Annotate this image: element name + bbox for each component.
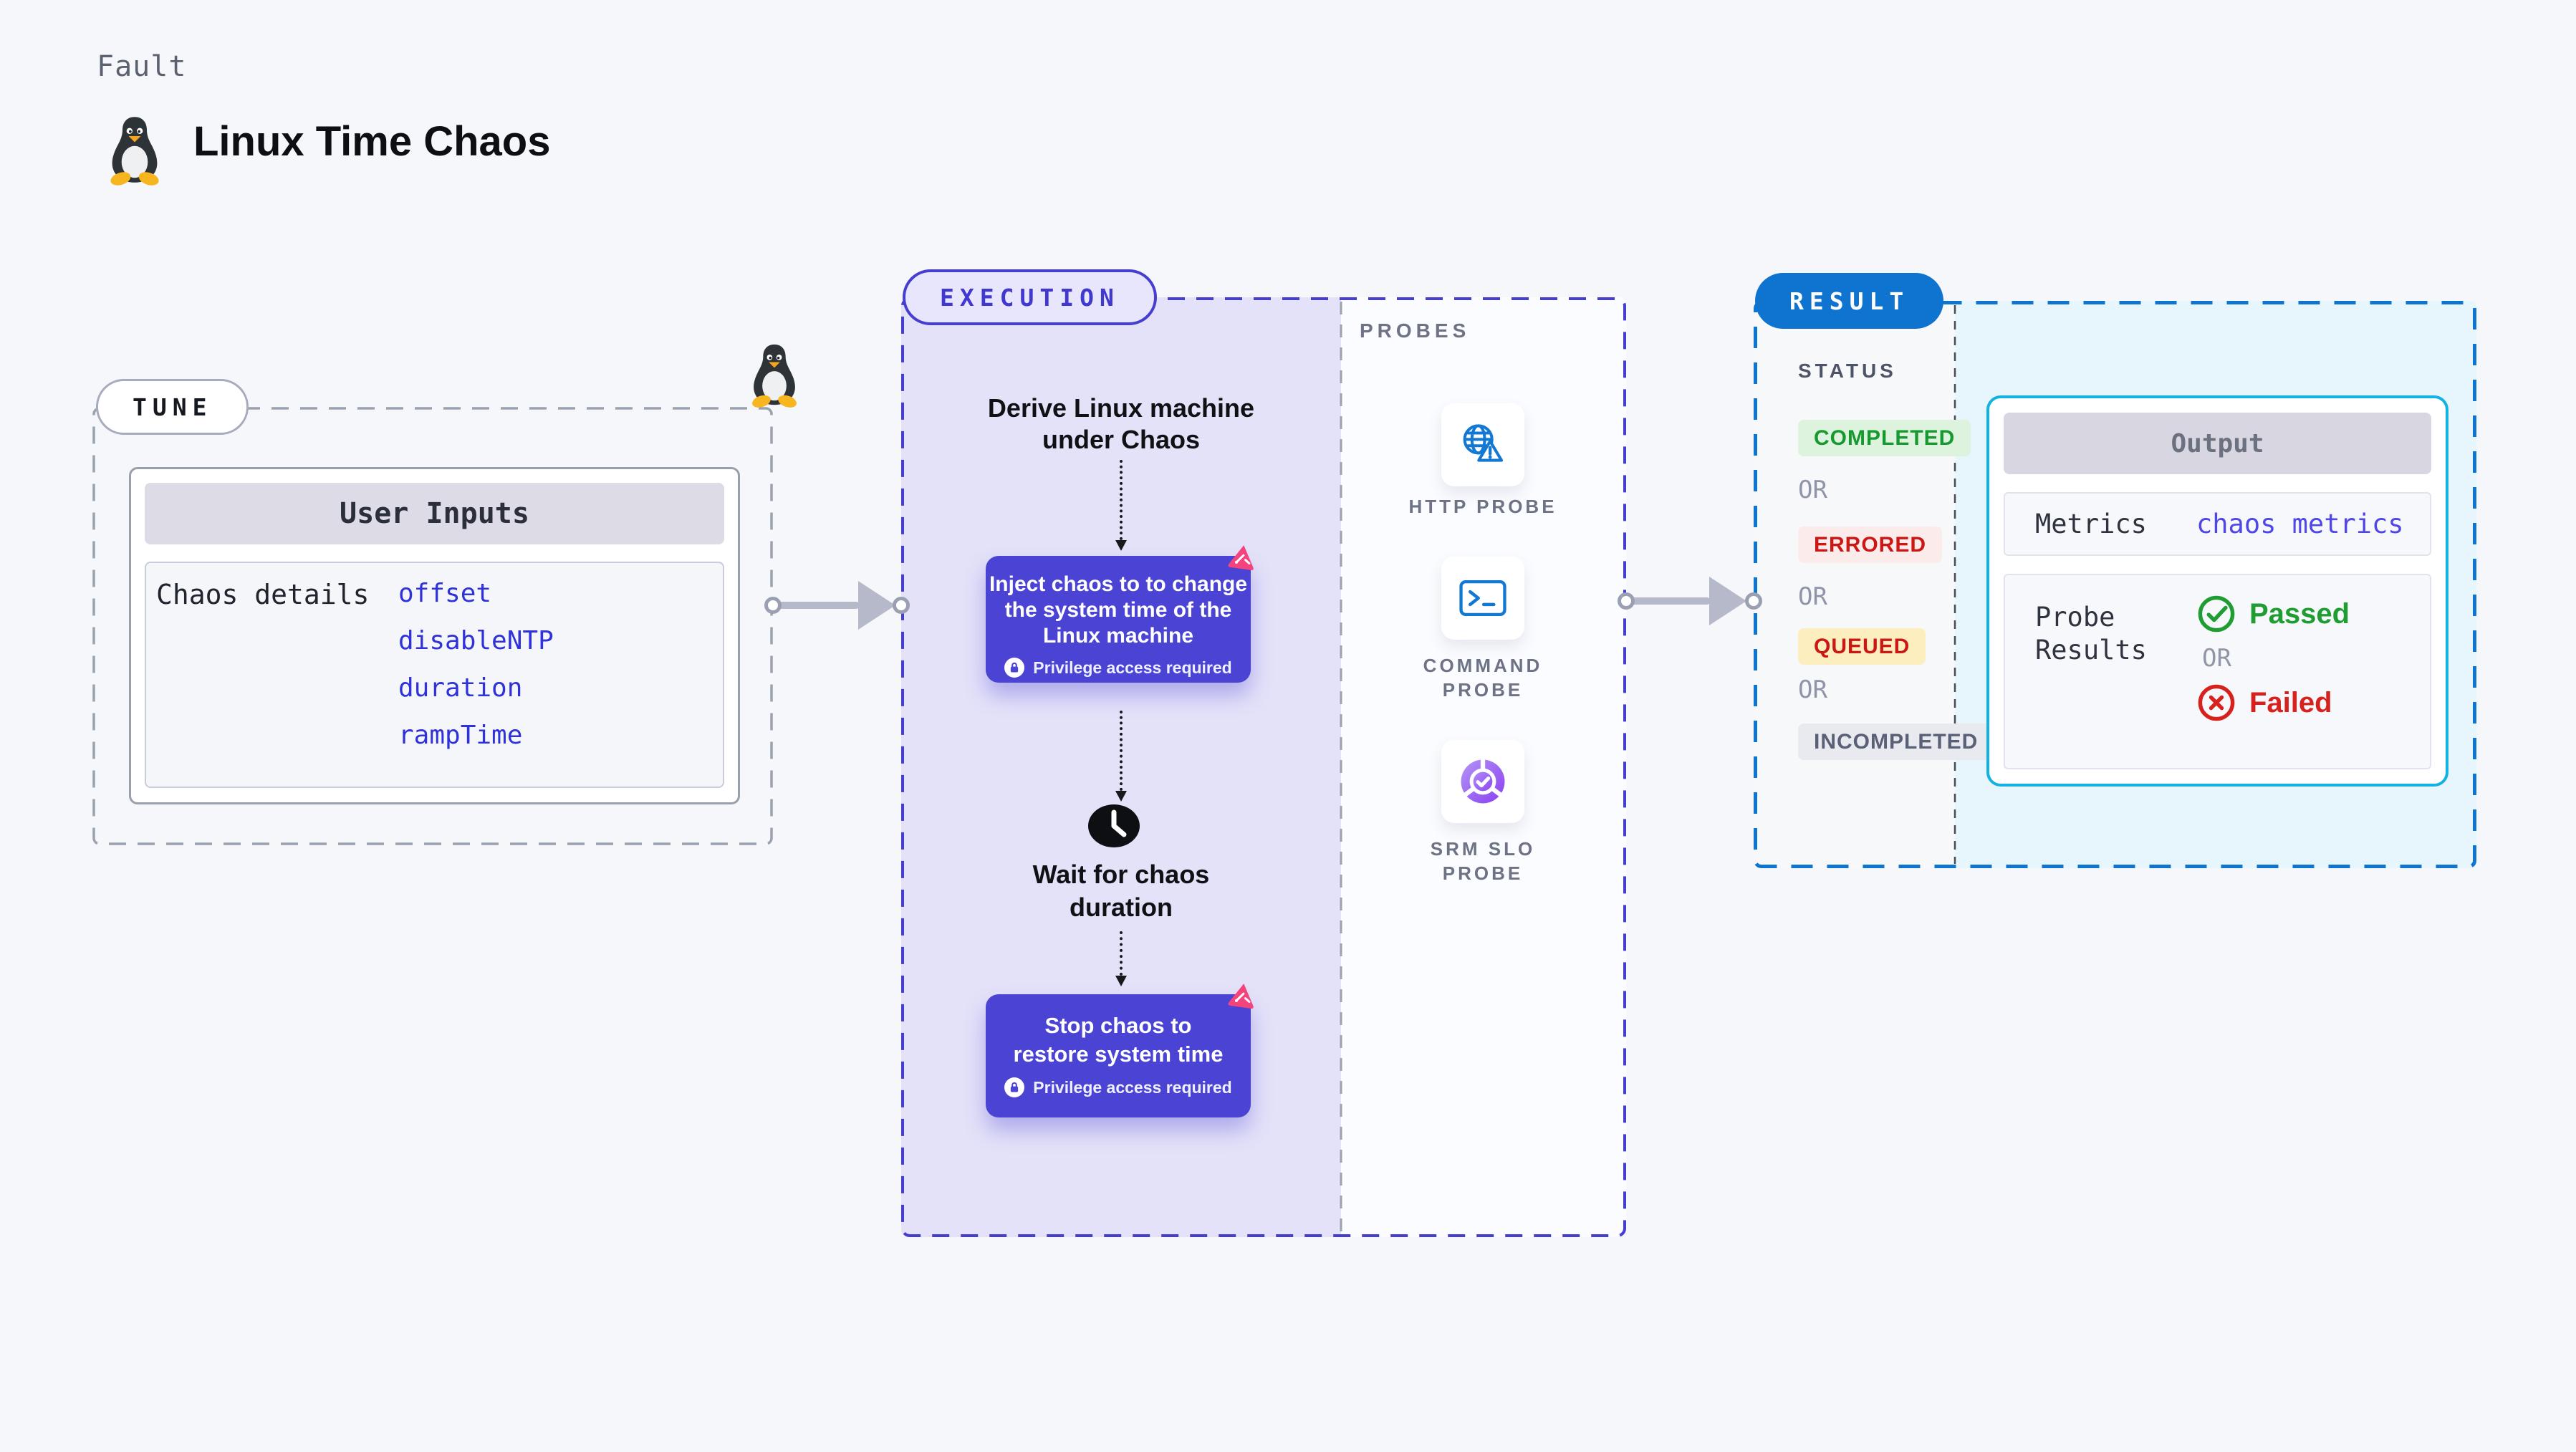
failed-verdict: Failed [2196, 683, 2350, 723]
probe-results-row: Probe Results Passed OR Failed [2004, 574, 2431, 769]
command-probe-card [1441, 557, 1524, 640]
status-badge-errored: ERRORED [1798, 527, 1943, 563]
probes-title: PROBES [1360, 319, 1471, 342]
passed-label: Passed [2249, 597, 2350, 630]
output-card-title: Output [2004, 413, 2431, 474]
connector-dot [1618, 592, 1635, 610]
globe-warning-icon [1463, 424, 1504, 462]
http-probe-card [1441, 403, 1524, 486]
tux-penguin-small-icon [746, 341, 802, 408]
srm-slo-probe-card [1441, 740, 1524, 823]
wait-step-label: Wait for chaos duration [1032, 860, 1210, 922]
or-separator: OR [1798, 582, 1827, 611]
user-inputs-panel [145, 562, 724, 788]
inject-step-label: Inject chaos to to change the system tim… [989, 572, 1248, 648]
result-dashed-frame [1754, 301, 2476, 868]
chaos-pink-badge-icon [1224, 539, 1260, 575]
status-title: STATUS [1798, 360, 1897, 382]
input-link-ramptime[interactable]: rampTime [398, 721, 523, 750]
or-separator: OR [2202, 644, 2231, 673]
passed-verdict: Passed [2196, 594, 2350, 634]
execution-to-result-arrowhead [1709, 577, 1746, 625]
tux-penguin-icon [105, 113, 165, 186]
fault-eyebrow: Fault [97, 50, 187, 83]
derive-step-label: Derive Linux machine under Chaos [987, 393, 1255, 454]
input-link-duration[interactable]: duration [398, 673, 523, 703]
status-badge-queued: QUEUED [1798, 628, 1926, 665]
probe-results-label: Probe Results [2035, 602, 2147, 665]
metrics-label: Metrics [2035, 509, 2147, 539]
result-section-pill: RESULT [1755, 273, 1944, 329]
command-probe-label: COMMAND PROBE [1423, 655, 1543, 701]
result-status-panel [1754, 301, 1955, 868]
http-probe-label: HTTP PROBE [1408, 496, 1557, 517]
status-output-divider [1953, 305, 1956, 864]
failed-label: Failed [2249, 686, 2332, 718]
user-inputs-title: User Inputs [145, 483, 724, 544]
tune-dashed-frame [92, 407, 773, 845]
lock-icon [1004, 1077, 1025, 1097]
metrics-value-link[interactable]: chaos metrics [2196, 509, 2404, 539]
connector-dot [893, 597, 910, 614]
status-badge-completed: COMPLETED [1798, 420, 1971, 456]
tune-section-pill: TUNE [96, 379, 249, 435]
status-badge-incompleted: INCOMPLETED [1798, 723, 1994, 760]
stop-chaos-step: Stop chaos to restore system time Privil… [986, 994, 1251, 1117]
chaos-details-label: Chaos details [156, 579, 370, 610]
tune-to-execution-arrow [777, 602, 860, 609]
flow-arrow-down [1115, 711, 1127, 802]
output-card: Output Metrics chaos metrics Probe Resul… [1986, 395, 2448, 787]
input-link-disablentp[interactable]: disableNTP [398, 626, 554, 655]
tune-to-execution-arrowhead [858, 581, 895, 630]
slo-donut-icon [1461, 759, 1505, 804]
execution-probes-divider [1340, 302, 1342, 1233]
chaos-pink-badge-icon [1224, 978, 1260, 1014]
connector-dot [1745, 592, 1762, 610]
terminal-icon [1459, 580, 1506, 617]
connector-dot [764, 597, 782, 614]
input-link-offset[interactable]: offset [398, 579, 492, 608]
page-title: Linux Time Chaos [193, 118, 551, 165]
clock-icon [1087, 804, 1140, 848]
check-circle-icon [2198, 595, 2235, 633]
metrics-row: Metrics chaos metrics [2004, 492, 2431, 556]
x-circle-icon [2198, 684, 2235, 721]
privilege-note: Privilege access required [1033, 1077, 1232, 1097]
execution-section-pill: EXECUTION [903, 269, 1157, 325]
stop-step-label: Stop chaos to restore system time [1013, 1013, 1224, 1067]
execution-to-result-arrow [1630, 597, 1711, 605]
srm-slo-probe-label: SRM SLO PROBE [1430, 838, 1536, 884]
or-separator: OR [1798, 476, 1827, 504]
flow-arrow-down [1115, 931, 1127, 986]
privilege-note: Privilege access required [1033, 658, 1232, 677]
flow-arrow-down [1115, 460, 1127, 551]
or-separator: OR [1798, 675, 1827, 704]
execution-dashed-frame [901, 297, 1626, 1237]
lock-icon [1004, 658, 1025, 678]
inject-chaos-step: Inject chaos to to change the system tim… [986, 556, 1251, 683]
